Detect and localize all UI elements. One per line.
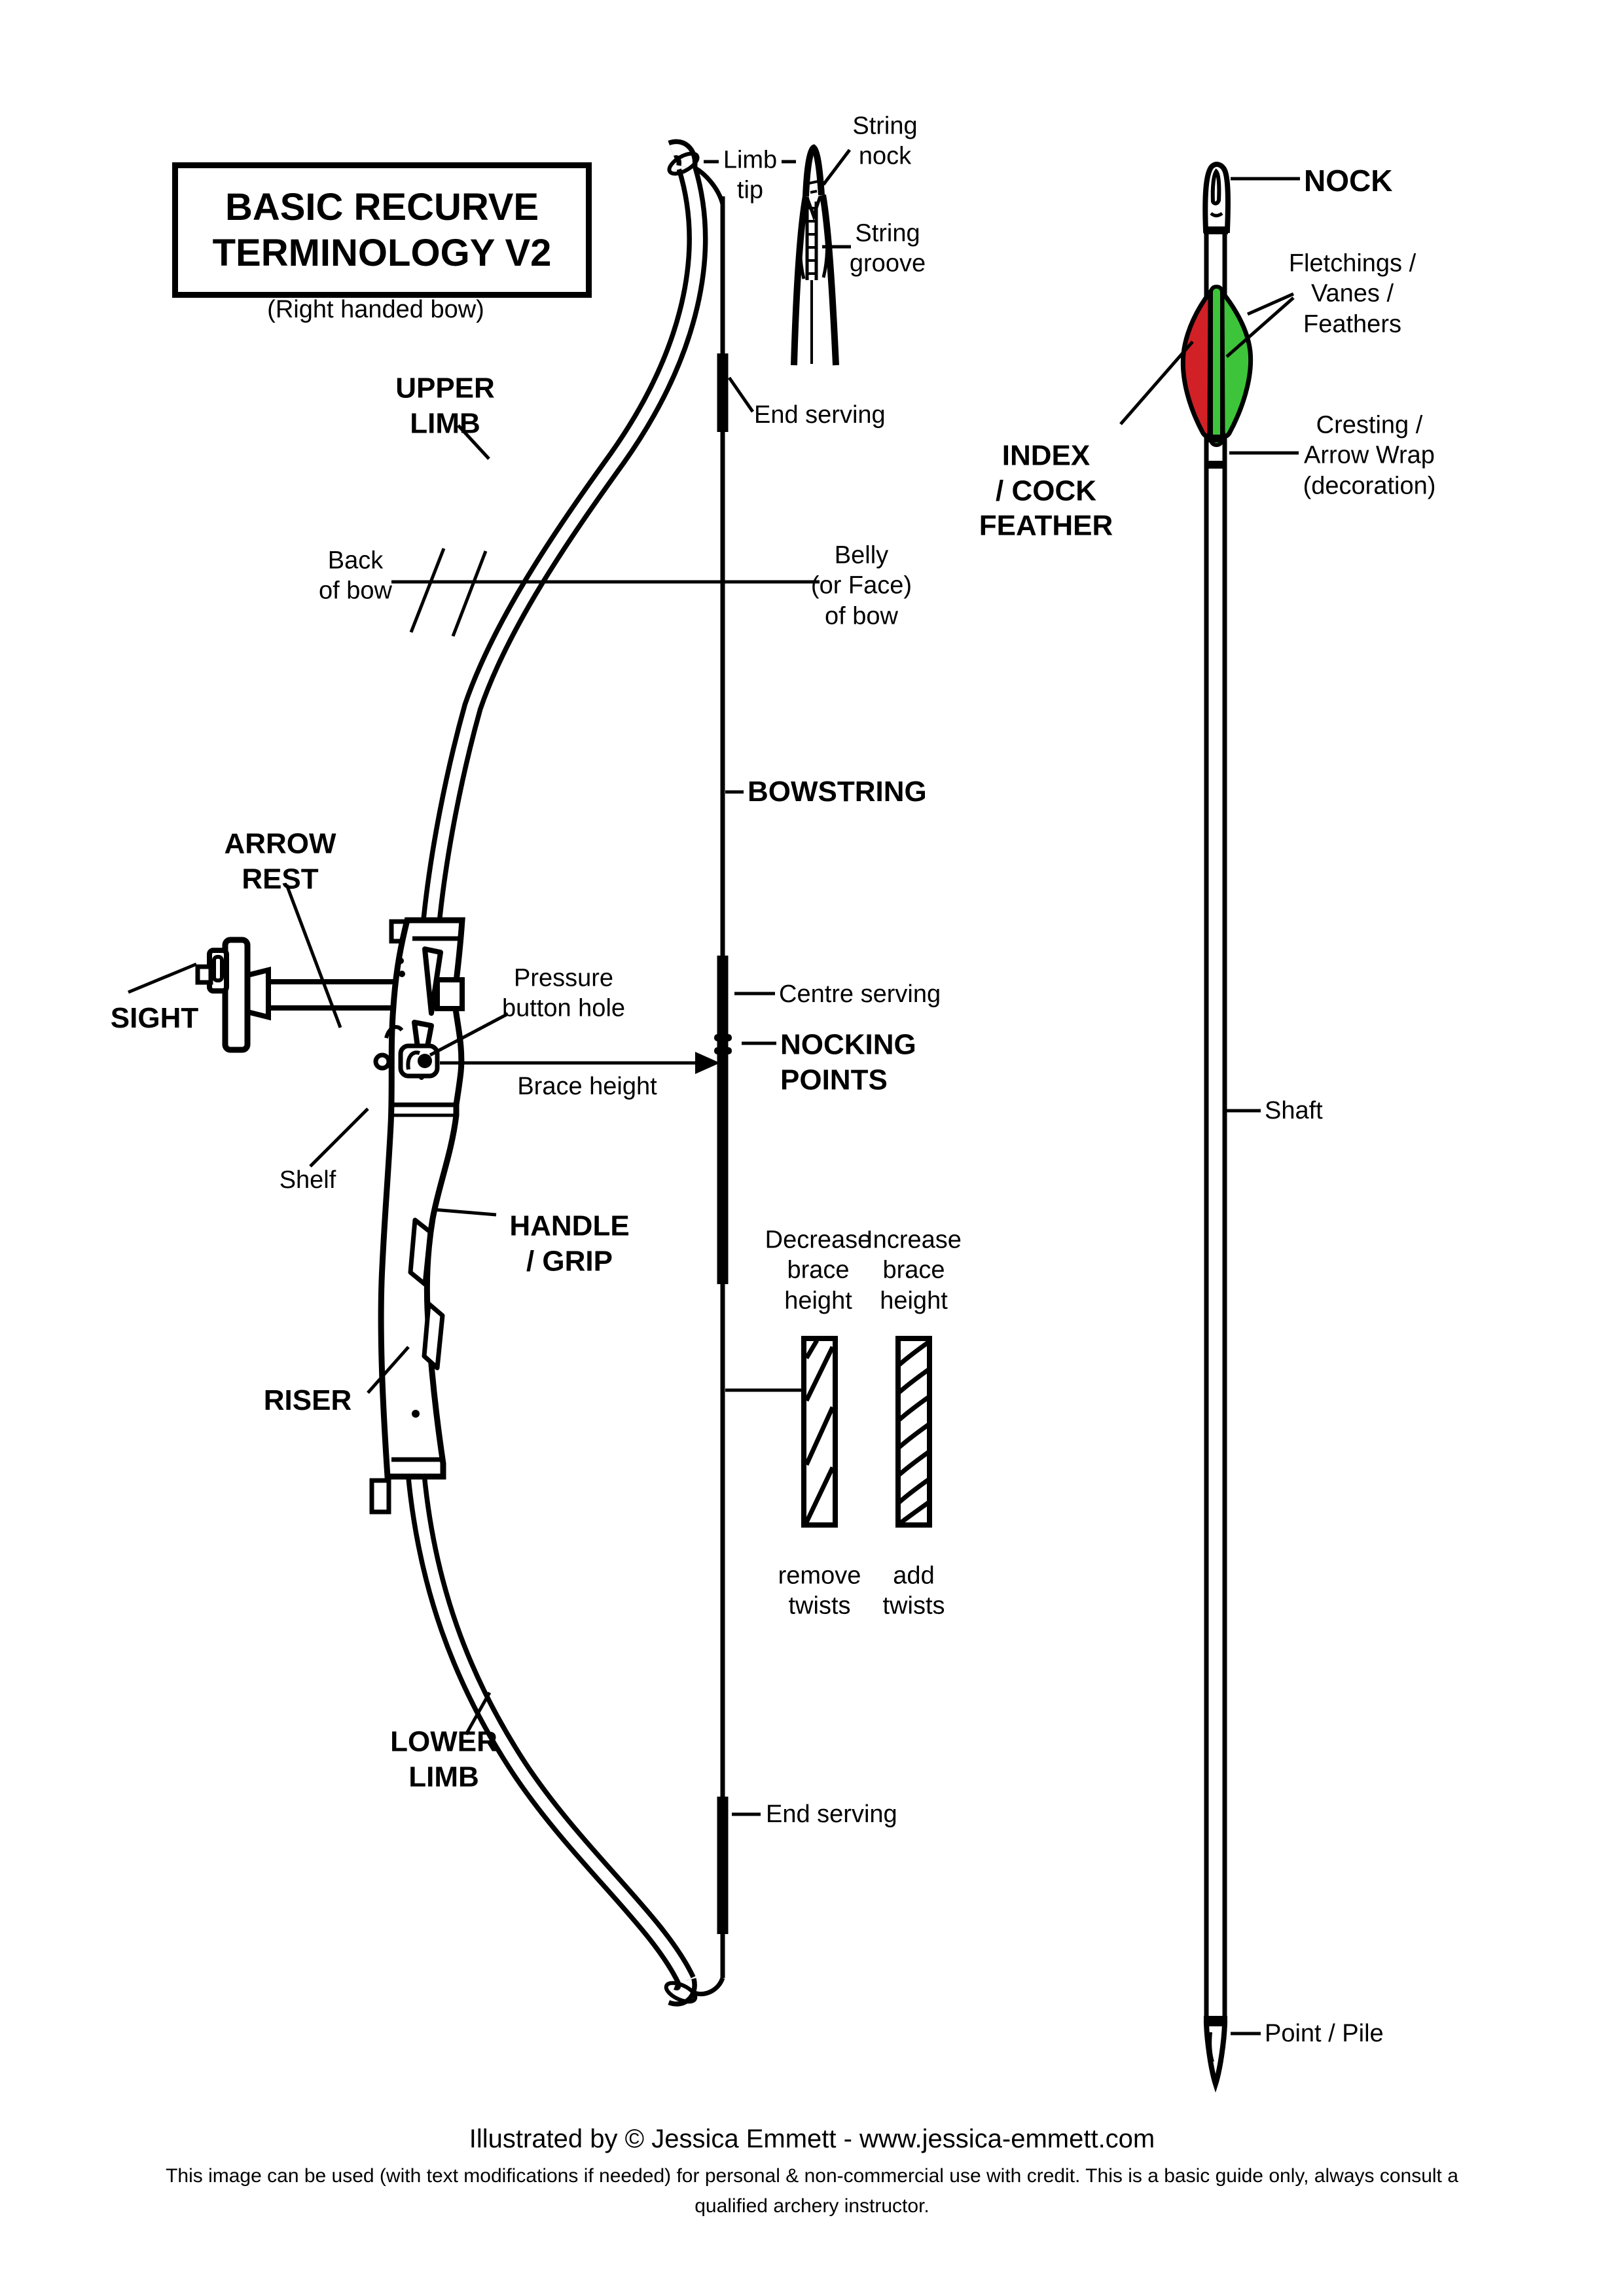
decrease-brace-label: Decrease brace height: [765, 1226, 872, 1315]
string-nock-leader: [822, 149, 851, 186]
string-groove-label: String groove: [849, 219, 926, 278]
arrow-rest-leader: [285, 884, 342, 1028]
upper-limb-leader: [457, 424, 490, 460]
riser-label: RISER: [263, 1384, 352, 1417]
page-title: BASIC RECURVE TERMINOLOGY V2: [212, 185, 552, 274]
handle-grip-label: HANDLE / GRIP: [509, 1210, 630, 1277]
centre-vane-strip: [1209, 285, 1224, 447]
belly-of-bow-label: Belly (or Face) of bow: [810, 541, 912, 630]
index-cock-feather-label: INDEX / COCK FEATHER: [979, 439, 1113, 542]
cresting-band-upper: [1204, 435, 1227, 442]
string-loop-bottom: [664, 1981, 698, 2004]
credit-line-1: Illustrated by © Jessica Emmett - www.je…: [469, 2125, 1155, 2153]
handle-grip-leader: [433, 1208, 497, 1217]
riser-graphic: [369, 917, 465, 1515]
arrow-rest-graphic: [384, 1025, 404, 1039]
bowstring-graphic: [690, 164, 732, 1996]
lower-limb-label: LOWER LIMB: [390, 1725, 497, 1793]
back-of-bow-label: Back of bow: [319, 547, 392, 605]
bowstring-label: BOWSTRING: [748, 776, 927, 808]
twist-bars: [801, 1336, 932, 1528]
end-serving-top-label: End serving: [754, 401, 886, 429]
nock-label: NOCK: [1304, 163, 1393, 198]
pressure-button-graphic: [418, 1054, 432, 1068]
leader-lines: [128, 149, 1300, 2036]
cresting-band-lower: [1204, 461, 1227, 469]
end-serving-top-leader: [727, 376, 755, 413]
credit-line-3: qualified archery instructor.: [695, 2195, 929, 2217]
lower-limb-leader: [464, 1691, 492, 1736]
add-twists-label: add twists: [882, 1562, 945, 1620]
remove-twists-label: remove twists: [778, 1562, 861, 1620]
limb-tip-inset: [791, 144, 839, 366]
string-groove-graphic: [798, 225, 806, 279]
brace-height-arrowhead: [695, 1052, 720, 1074]
increase-brace-label: Increase brace height: [866, 1226, 962, 1315]
shelf-label: Shelf: [279, 1166, 336, 1194]
upper-limb-label: UPPER LIMB: [395, 372, 495, 439]
sight-rod-end: [435, 977, 465, 1011]
cresting-label: Cresting / Arrow Wrap (decoration): [1303, 411, 1436, 500]
riser-leader: [367, 1346, 410, 1394]
nocking-point-lower: [714, 1047, 732, 1054]
add-twists-bar: [895, 1336, 932, 1528]
end-serving-bottom-label: End serving: [766, 1800, 897, 1828]
limb-tip-label: Limb tip: [723, 146, 778, 204]
shaft-label: Shaft: [1265, 1096, 1323, 1124]
fletchings-leader-1: [1246, 292, 1295, 316]
title-box: BASIC RECURVE TERMINOLOGY V2: [172, 162, 592, 298]
fletchings-label: Fletchings / Vanes / Feathers: [1288, 249, 1416, 338]
shelf-leader: [309, 1107, 369, 1168]
string-nock-label: String nock: [852, 112, 918, 170]
arrow-rest-label: ARROW REST: [224, 827, 336, 895]
brace-height-label: Brace height: [517, 1072, 657, 1100]
sight-leader: [128, 962, 197, 994]
credit-line-2: This image can be used (with text modifi…: [166, 2165, 1458, 2187]
string-loop-top: [667, 151, 700, 176]
pressure-button-hole-label: Pressure button hole: [501, 964, 626, 1022]
sight-label: SIGHT: [110, 1002, 199, 1035]
pressure-leader: [429, 1012, 509, 1057]
centre-serving-label: Centre serving: [779, 980, 941, 1008]
green-vane: [1219, 285, 1254, 439]
index-feather-leader: [1119, 340, 1194, 425]
arrow-graphic: [1180, 162, 1254, 2093]
nocking-points-label: NOCKING POINTS: [780, 1028, 916, 1096]
nocking-point-upper: [714, 1034, 732, 1041]
point-pile-label: Point / Pile: [1265, 2019, 1384, 2047]
arrow-point-graphic: [1203, 2021, 1228, 2093]
red-vane: [1180, 285, 1213, 439]
subtitle: (Right handed bow): [267, 295, 484, 323]
fletchings-leader-2: [1225, 296, 1295, 358]
bow-limbs: [406, 139, 708, 2007]
